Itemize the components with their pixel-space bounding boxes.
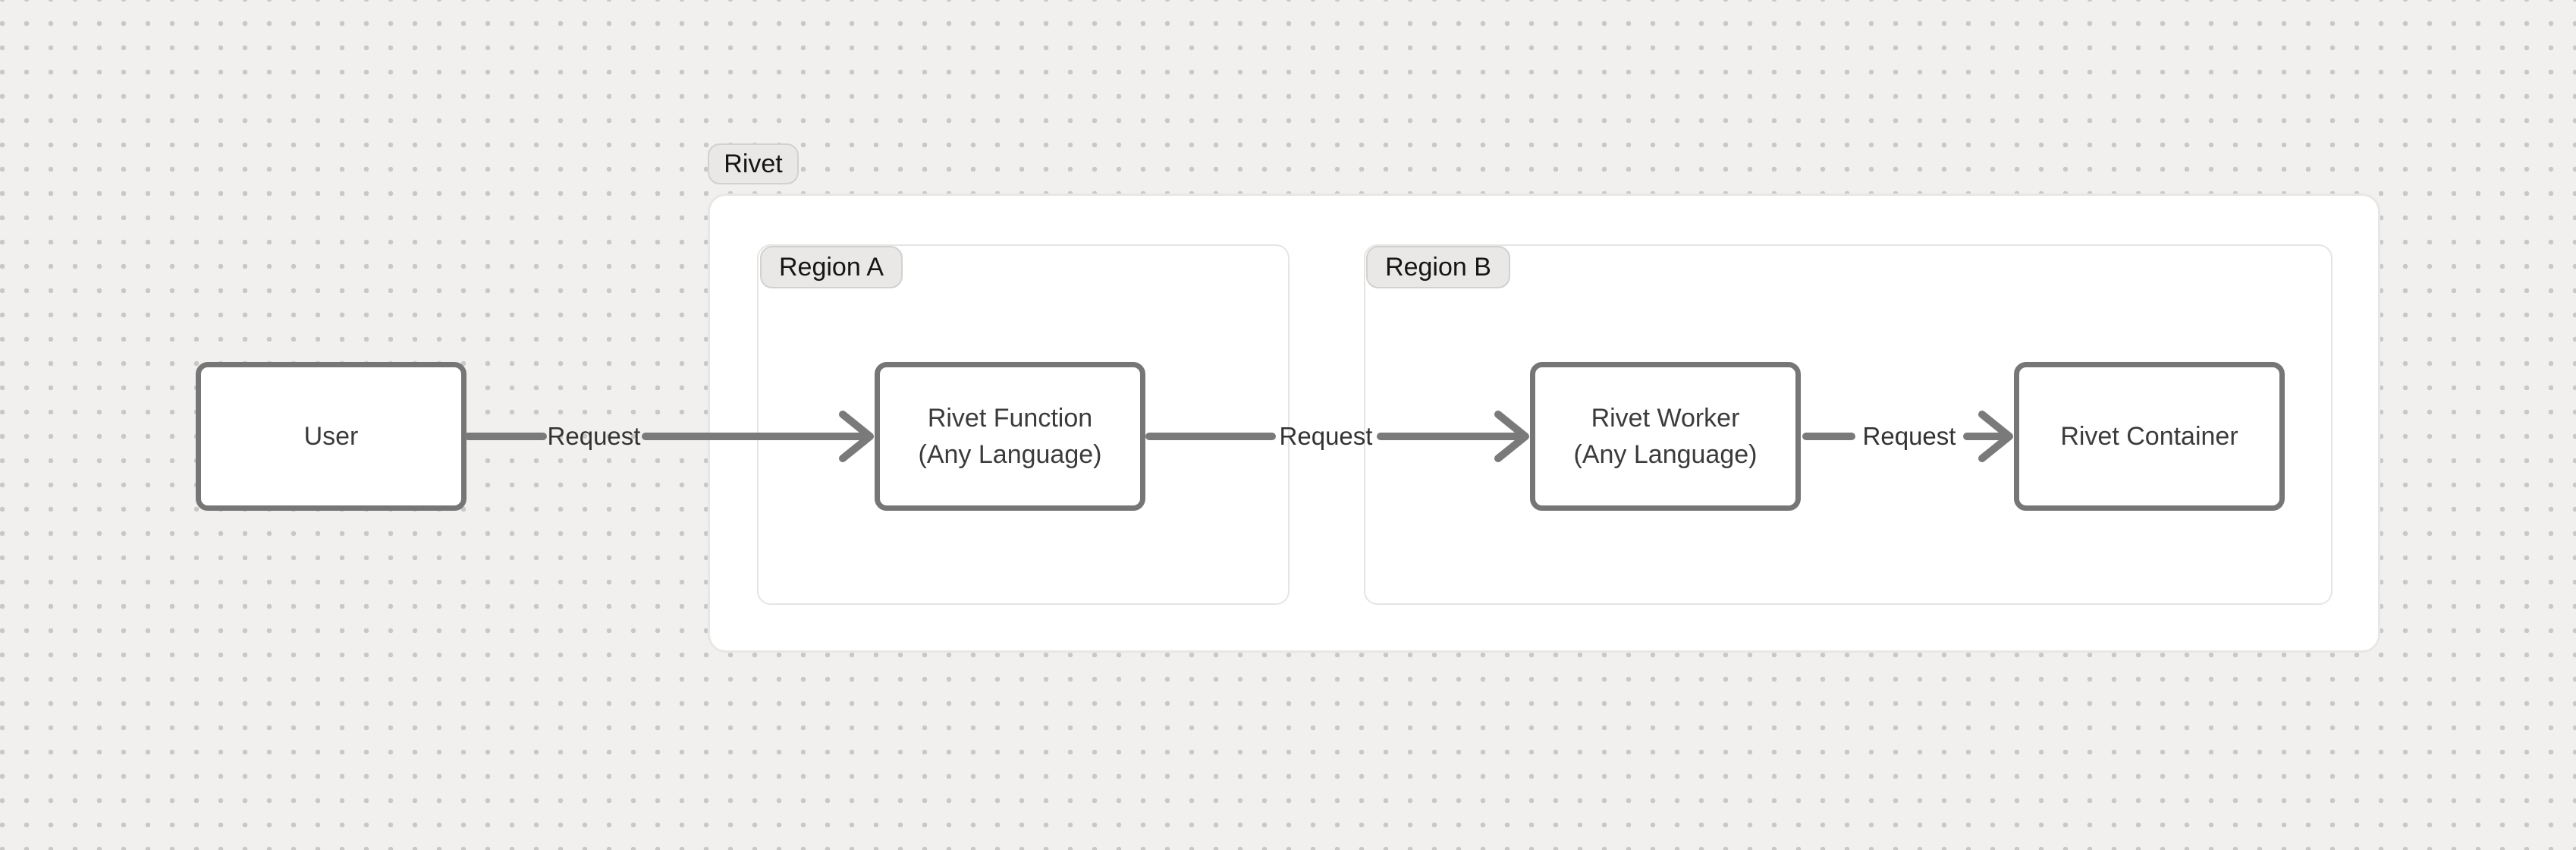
region-b-label-text: Region B	[1385, 252, 1491, 282]
rivet-group-label: Rivet	[708, 143, 799, 184]
rivet-group-label-text: Rivet	[724, 149, 783, 178]
node-user: User	[196, 362, 467, 511]
region-a-label-text: Region A	[779, 252, 884, 282]
edge-label: Request	[547, 422, 641, 450]
region-b-label: Region B	[1366, 246, 1510, 288]
node-rivet-container-label: Rivet Container	[2060, 422, 2238, 451]
node-rivet-function: Rivet Function (Any Language)	[875, 362, 1145, 511]
region-a-label: Region A	[760, 246, 903, 288]
node-rivet-worker-label-line2: (Any Language)	[1573, 440, 1758, 469]
edge-label: Request	[1279, 422, 1373, 450]
node-rivet-container: Rivet Container	[2014, 362, 2285, 511]
node-rivet-function-label-line1: Rivet Function	[927, 404, 1093, 433]
node-user-label: User	[303, 422, 359, 451]
node-rivet-worker-label-line1: Rivet Worker	[1591, 404, 1740, 433]
edge-label: Request	[1862, 422, 1956, 450]
node-rivet-function-label-line2: (Any Language)	[918, 440, 1102, 469]
node-rivet-worker: Rivet Worker (Any Language)	[1530, 362, 1801, 511]
